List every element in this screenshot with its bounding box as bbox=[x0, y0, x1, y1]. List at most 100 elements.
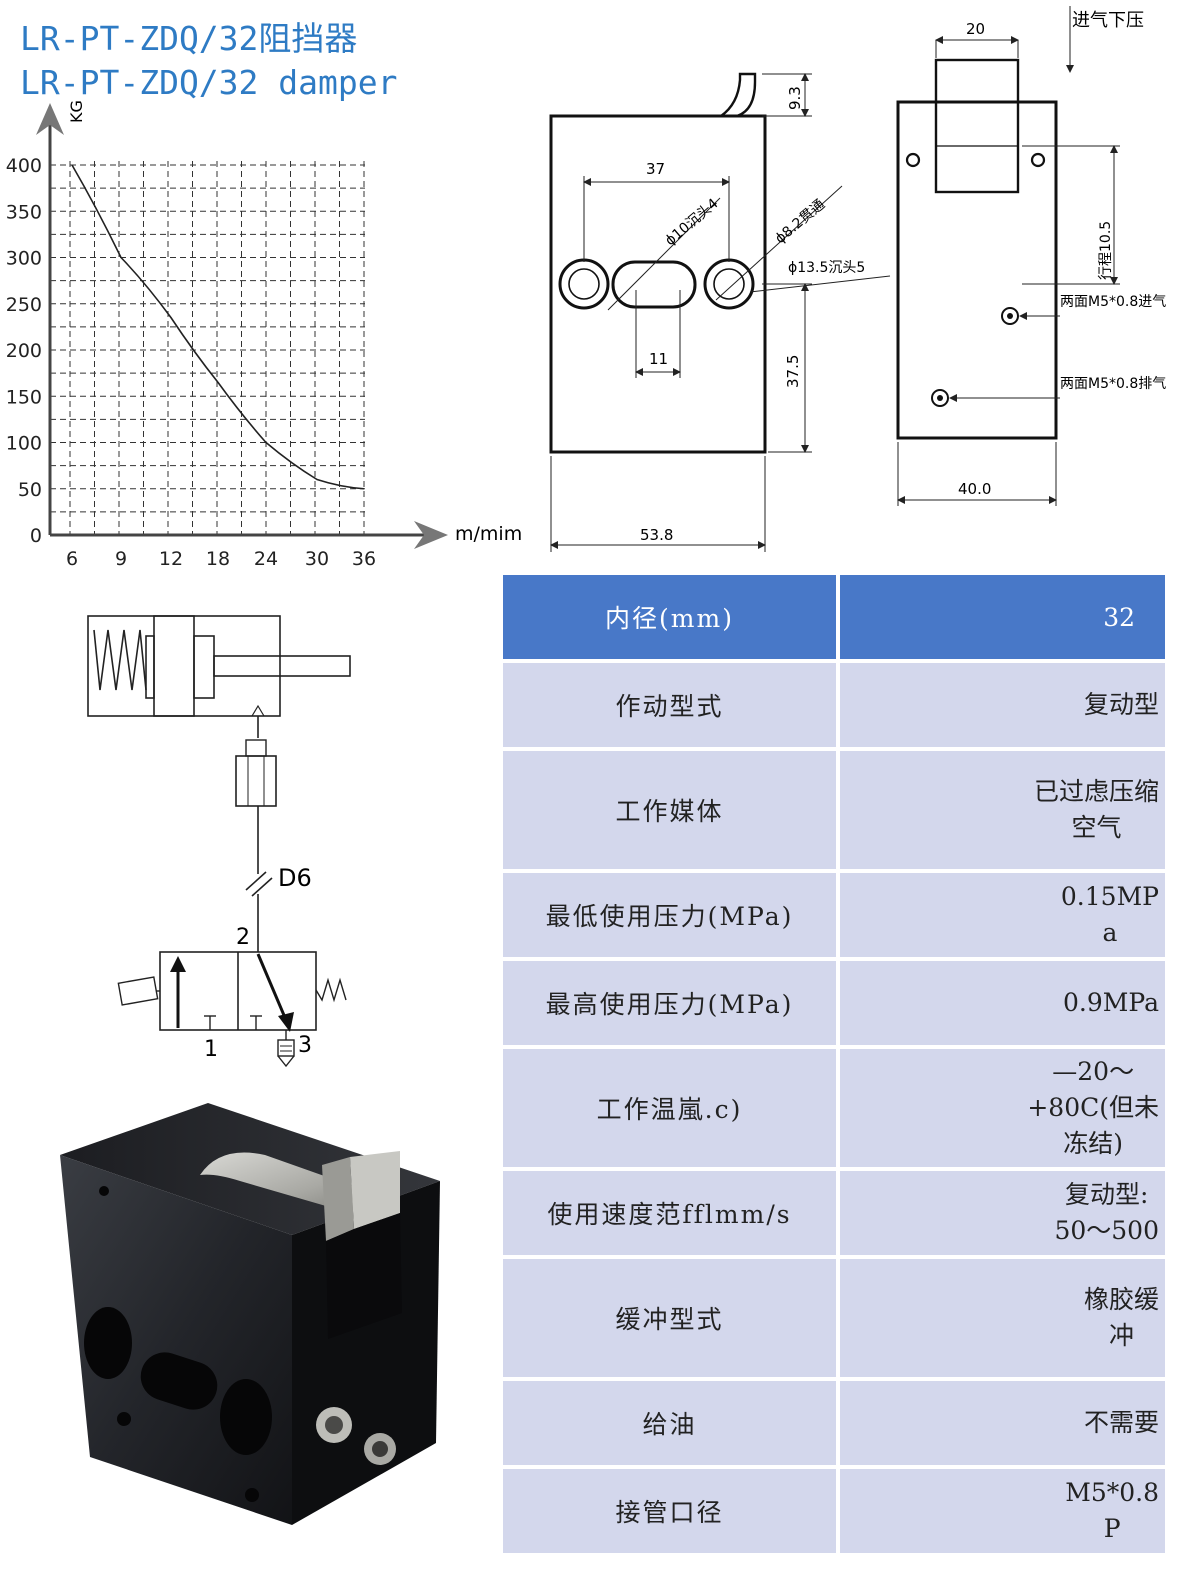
spec-key: 缓冲型式 bbox=[503, 1259, 836, 1377]
spec-value-text: 0.9MPa bbox=[1063, 988, 1159, 1017]
front-view-drawing: 37 11 9.3 37.5 53.8 ϕ10沉头4 ϕ8.2贯通 ϕ13.5沉… bbox=[549, 72, 891, 552]
chart-y-tick-label: 200 bbox=[6, 340, 42, 362]
page-subtitle: LR-PT-ZDQ/32 damper bbox=[20, 63, 398, 102]
spec-value: M5*0.8 P bbox=[840, 1469, 1165, 1553]
spec-value: 复动型: 50～500 bbox=[840, 1171, 1165, 1255]
chart-x-tick-label: 18 bbox=[206, 548, 230, 570]
product-photo bbox=[60, 1103, 440, 1525]
port-1-label: 1 bbox=[204, 1037, 218, 1062]
spec-value-text: 橡胶缓 冲 bbox=[1083, 1285, 1159, 1350]
exhaust-silencer-icon bbox=[277, 1030, 295, 1068]
spec-value: 0.15MP a bbox=[840, 873, 1165, 957]
port-exhaust bbox=[931, 389, 949, 407]
valve-symbol bbox=[117, 951, 347, 1032]
chart-y-tick-label: 100 bbox=[6, 433, 42, 455]
spec-value-text: M5*0.8 P bbox=[1065, 1478, 1159, 1543]
chart-ticks: 0 50 100 150 200 250 300 350 400 6 9 12 18 24 30 36 bbox=[6, 155, 376, 570]
page-title: LR-PT-ZDQ/32阻挡器 bbox=[20, 19, 358, 58]
chart-y-tick-label: 350 bbox=[6, 201, 42, 223]
port-2-label: 2 bbox=[236, 925, 250, 950]
spec-key: 使用速度范fflmm/s bbox=[503, 1171, 836, 1255]
chart-y-tick-label: 400 bbox=[6, 155, 42, 177]
note-counterbore-10: ϕ10沉头4 bbox=[662, 196, 721, 249]
fitting-symbol bbox=[235, 739, 277, 807]
spec-row: 接管口径 M5*0.8 P bbox=[503, 1469, 1165, 1553]
spec-row: 最高使用压力(MPa) 0.9MPa bbox=[503, 961, 1165, 1045]
dim-37: 37 bbox=[646, 160, 665, 178]
spec-value-text: 已过虑压缩 空气 bbox=[1033, 777, 1159, 842]
chart-x-label: m/mim bbox=[455, 523, 522, 545]
spec-value-text: —20～ +80C(但未 冻结) bbox=[1027, 1057, 1159, 1158]
chart-x-tick-label: 24 bbox=[254, 548, 278, 570]
spec-value: 已过虑压缩 空气 bbox=[840, 751, 1165, 869]
slot-through bbox=[611, 260, 697, 309]
note-stroke: 行程10.5 bbox=[1098, 221, 1114, 280]
hole-right bbox=[703, 258, 755, 310]
spec-key: 工作媒体 bbox=[503, 751, 836, 869]
note-exhaust-port: 两面M5*0.8排气 bbox=[1060, 376, 1166, 392]
spec-row: 作动型式 复动型 bbox=[503, 663, 1165, 747]
spec-row: 工作媒体 已过虑压缩 空气 bbox=[503, 751, 1165, 869]
chart-x-tick-label: 12 bbox=[159, 548, 183, 570]
header-key: 内径(mm) bbox=[503, 575, 836, 659]
port-3-label: 3 bbox=[298, 1033, 312, 1058]
cylinder-symbol bbox=[87, 615, 351, 717]
note-inlet-port: 两面M5*0.8进气 bbox=[1060, 294, 1166, 310]
spec-key: 工作温嵐.c) bbox=[503, 1049, 836, 1167]
dim-9-3: 9.3 bbox=[786, 86, 804, 110]
spec-value-text: 0.15MP a bbox=[1060, 882, 1159, 947]
spec-key: 接管口径 bbox=[503, 1469, 836, 1553]
side-view-drawing: 20 40.0 进气下压 行程10.5 两面M5*0.8进气 两面M5*0.8排… bbox=[896, 6, 1166, 506]
chart-y-tick-label: 300 bbox=[6, 248, 42, 270]
spec-value-text: 复动型: 50～500 bbox=[1054, 1180, 1159, 1245]
spec-key: 最高使用压力(MPa) bbox=[503, 961, 836, 1045]
spring-symbol bbox=[93, 629, 147, 691]
chart-x-tick-label: 6 bbox=[66, 548, 78, 570]
chart-y-tick-label: 250 bbox=[6, 294, 42, 316]
chart-x-tick-label: 36 bbox=[352, 548, 376, 570]
spec-value: 复动型 bbox=[840, 663, 1165, 747]
spec-table: 内径(mm) 32 作动型式 复动型工作媒体 已过虑压缩 空气最低使用压力(MPa)… bbox=[503, 571, 1165, 1557]
chart-x-tick-label: 30 bbox=[305, 548, 329, 570]
spec-value-text: 不需要 bbox=[1083, 1408, 1159, 1437]
pneumatic-schematic: D6 2 1 3 bbox=[87, 615, 351, 1068]
dim-40: 40.0 bbox=[958, 480, 991, 498]
port-inlet bbox=[1001, 307, 1019, 325]
chart-grid bbox=[50, 161, 365, 535]
spec-table-header: 内径(mm) 32 bbox=[503, 575, 1165, 659]
spec-row: 给油 不需要 bbox=[503, 1381, 1165, 1465]
chart-y-tick-label: 50 bbox=[18, 479, 42, 501]
header-value: 32 bbox=[840, 575, 1165, 659]
note-inlet-press: 进气下压 bbox=[1072, 10, 1144, 31]
fitting-icon bbox=[316, 1407, 396, 1465]
dim-53-8: 53.8 bbox=[640, 526, 673, 544]
spec-value: 橡胶缓 冲 bbox=[840, 1259, 1165, 1377]
chart-axes bbox=[36, 103, 448, 549]
chart-y-tick-label: 150 bbox=[6, 386, 42, 408]
dim-20: 20 bbox=[966, 20, 985, 38]
note-through-8-2: ϕ8.2贯通 bbox=[772, 197, 828, 248]
spec-key: 最低使用压力(MPa) bbox=[503, 873, 836, 957]
spec-value: —20～ +80C(但未 冻结) bbox=[840, 1049, 1165, 1167]
spec-value: 不需要 bbox=[840, 1381, 1165, 1465]
spec-row: 工作温嵐.c) —20～ +80C(但未 冻结) bbox=[503, 1049, 1165, 1167]
spec-value-text: 复动型 bbox=[1083, 690, 1159, 719]
spec-row: 缓冲型式 橡胶缓 冲 bbox=[503, 1259, 1165, 1377]
technical-drawings: 37 11 9.3 37.5 53.8 ϕ10沉头4 ϕ8.2贯通 ϕ13.5沉… bbox=[549, 6, 1166, 552]
note-counterbore-13-5: ϕ13.5沉头5 bbox=[788, 260, 865, 276]
spec-key: 给油 bbox=[503, 1381, 836, 1465]
y-axis-arrow-icon bbox=[36, 103, 64, 135]
dim-11: 11 bbox=[649, 350, 668, 368]
tube-label: D6 bbox=[278, 864, 312, 892]
spec-value: 0.9MPa bbox=[840, 961, 1165, 1045]
dim-37-5: 37.5 bbox=[784, 355, 802, 388]
chart-series-line bbox=[71, 164, 365, 490]
x-axis-arrow-icon bbox=[414, 521, 448, 549]
chart-y-tick-label: 0 bbox=[30, 525, 42, 547]
chart-x-tick-label: 9 bbox=[115, 548, 127, 570]
hole-left bbox=[558, 258, 610, 310]
spec-row: 最低使用压力(MPa) 0.15MP a bbox=[503, 873, 1165, 957]
chart-y-label: KG bbox=[67, 100, 86, 123]
spec-key: 作动型式 bbox=[503, 663, 836, 747]
